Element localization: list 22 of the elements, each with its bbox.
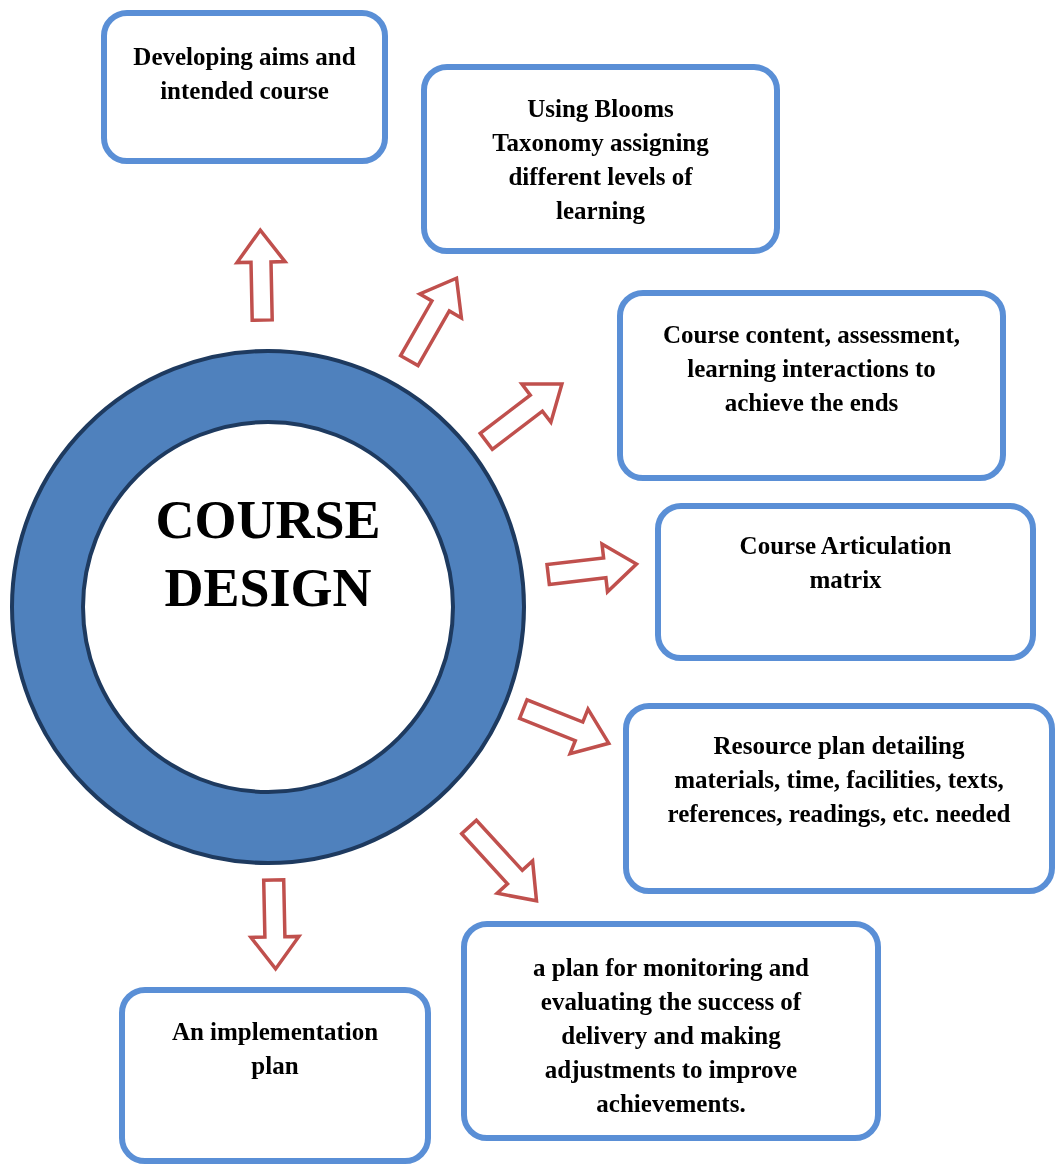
box-label: Using Blooms Taxonomy assigning different levels of learning [491, 94, 710, 226]
box-label: An implementation plan [170, 1017, 380, 1081]
text-box [101, 10, 388, 164]
block-arrow [477, 382, 565, 452]
text-box [461, 921, 881, 1141]
block-arrow [233, 227, 289, 323]
box-label: a plan for monitoring and evaluating the success of delivery and making adjustments to improve achievements. [532, 953, 810, 1119]
block-arrow [459, 817, 539, 903]
text-box [623, 703, 1055, 894]
text-box [617, 290, 1006, 481]
box-label: Resource plan detailing materials, time, facilities, texts, references, readings, etc. needed [666, 731, 1012, 829]
box-label: Course content, assessment, learning interactions to achieve the ends [661, 320, 962, 418]
text-box [655, 503, 1036, 661]
block-arrow [398, 275, 464, 368]
text-box [119, 987, 431, 1164]
block-arrow [545, 540, 640, 596]
box-label: Developing aims and intended course [132, 42, 357, 106]
block-arrow [247, 877, 303, 972]
box-label: Course Articulation matrix [738, 531, 953, 595]
text-box [421, 64, 780, 254]
block-arrow [517, 697, 612, 757]
circle-title: COURSE DESIGN [154, 489, 382, 620]
